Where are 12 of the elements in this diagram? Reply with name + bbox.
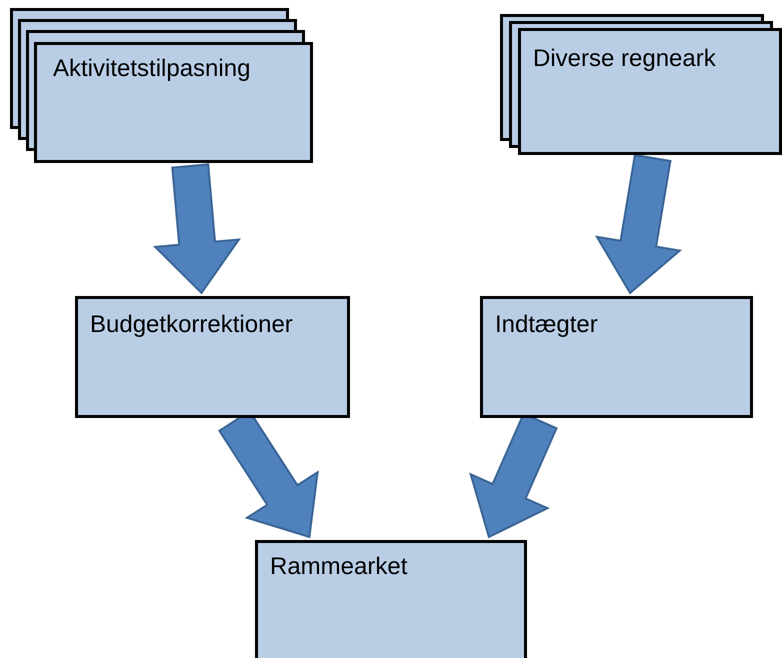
block-arrow [152, 163, 241, 295]
block-arrow [594, 154, 682, 295]
process-box [255, 540, 527, 658]
process-box [518, 28, 782, 155]
box-label: Diverse regneark [533, 45, 717, 74]
process-box [480, 296, 753, 418]
box-label: Rammearket [270, 553, 408, 582]
box-label: Indtægter [495, 311, 599, 340]
process-box [34, 42, 313, 163]
box-label: Budgetkorrektioner [90, 311, 294, 340]
process-box [75, 296, 350, 418]
box-label: Aktivitetstilpasning [53, 55, 252, 84]
